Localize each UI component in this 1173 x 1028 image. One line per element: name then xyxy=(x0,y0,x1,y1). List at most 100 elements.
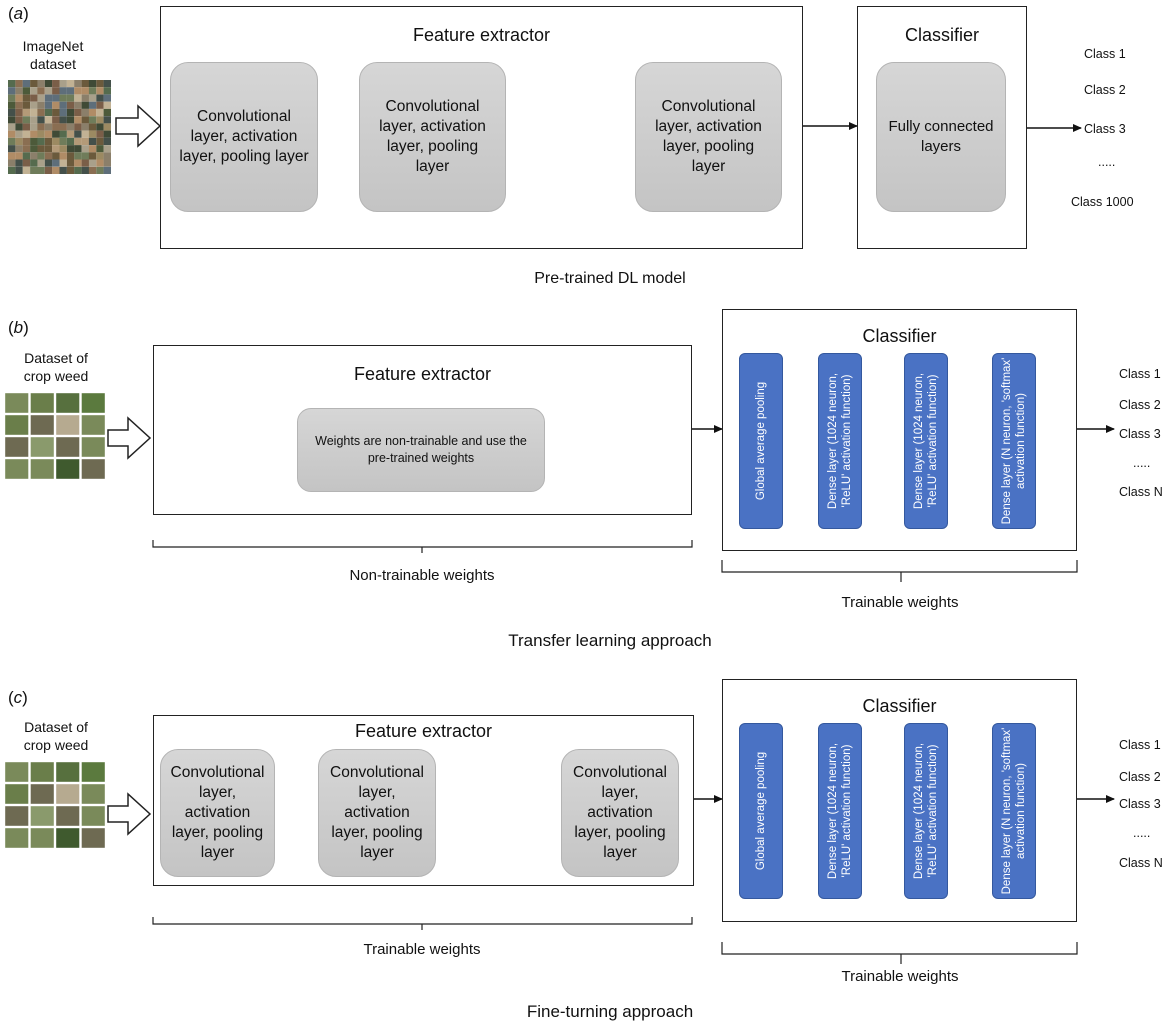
thumbnail-tile xyxy=(81,152,89,160)
thumbnail-tile xyxy=(37,137,45,145)
thumbnail-tile xyxy=(52,159,60,167)
class-label-b-1: Class 1 xyxy=(1119,367,1161,381)
thumbnail-tile xyxy=(96,130,104,138)
thumbnail-tile xyxy=(22,101,31,109)
classifier-title-c: Classifier xyxy=(862,696,937,716)
thumbnail-tile xyxy=(30,784,54,804)
thumbnail-tile xyxy=(22,159,31,167)
thumbnail-tile xyxy=(22,80,31,88)
brace-c-right xyxy=(721,942,1078,964)
thumbnail-tile xyxy=(44,94,53,102)
thumbnail-tile xyxy=(103,108,111,117)
thumbnail-tile xyxy=(74,152,82,160)
dense-layer-b-gap: Global average pooling xyxy=(739,353,783,529)
thumbnail-tile xyxy=(88,130,97,138)
dense-layer-b-softmax: Dense layer (N neuron, 'softmax' activat… xyxy=(992,353,1036,529)
thumbnail-tile xyxy=(88,116,97,124)
thumbnail-tile xyxy=(37,87,45,95)
thumbnail-tile xyxy=(103,137,111,145)
thumbnail-tile xyxy=(15,116,23,124)
thumbnail-tile xyxy=(88,123,97,131)
brace-b-left xyxy=(152,540,693,553)
thumbnail-tile xyxy=(88,94,97,102)
thumbnail-tile xyxy=(44,159,53,167)
conv-block-c-2: Convolutional layer, activation layer, p… xyxy=(318,749,436,877)
thumbnail-tile xyxy=(96,145,104,153)
thumbnail-tile xyxy=(8,130,16,138)
thumbnail-tile xyxy=(96,101,104,109)
thumbnail-tile xyxy=(74,145,82,153)
thumbnail-tile xyxy=(5,806,29,826)
thumbnail-tile xyxy=(5,393,29,413)
thumbnail-tile xyxy=(37,166,45,174)
brace-label-c-right: Trainable weights xyxy=(841,968,959,985)
thumbnail-tile xyxy=(52,145,60,153)
thumbnail-tile xyxy=(8,137,16,145)
thumbnail-tile xyxy=(96,87,104,95)
class-label-b-3: Class 3 xyxy=(1119,427,1161,441)
thumbnail-tile xyxy=(74,166,82,174)
thumbnail-tile xyxy=(8,152,16,160)
thumbnail-tile xyxy=(30,152,38,160)
thumbnail-tile xyxy=(30,94,38,102)
conv-block-c-3: Convolutional layer, activation layer, p… xyxy=(561,749,679,877)
input-arrow-a xyxy=(115,104,162,148)
thumbnail-tile xyxy=(8,145,16,153)
conv-block-a-1: Convolutional layer, activation layer, p… xyxy=(170,62,318,212)
thumbnail-tile xyxy=(56,415,80,435)
thumbnail-tile xyxy=(81,415,105,435)
thumbnail-tile xyxy=(22,108,31,117)
thumbnail-tile xyxy=(56,459,80,479)
thumbnail-tile xyxy=(96,116,104,124)
thumbnail-tile xyxy=(30,393,54,413)
thumbnail-tile xyxy=(44,80,53,88)
thumbnail-tile xyxy=(81,828,105,848)
panel-label-c: (c) xyxy=(8,688,28,707)
input-arrow-b xyxy=(107,416,152,460)
thumbnail-tile xyxy=(30,116,38,124)
thumbnail-tile xyxy=(5,762,29,782)
dense-layer-c-relu-1: Dense layer (1024 neuron, 'ReLU' activat… xyxy=(818,723,862,899)
thumbnail-tile xyxy=(66,116,75,124)
thumbnail-tile xyxy=(52,80,60,88)
thumbnail-tile xyxy=(52,166,60,174)
thumbnail-tile xyxy=(81,80,89,88)
thumbnail-tile xyxy=(59,166,67,174)
thumbnail-tile xyxy=(52,130,60,138)
thumbnail-tile xyxy=(66,145,75,153)
thumbnail-tile xyxy=(5,784,29,804)
thumbnail-tile xyxy=(81,137,89,145)
class-label-a-2: Class 2 xyxy=(1084,83,1126,97)
thumbnail-tile xyxy=(22,152,31,160)
thumbnail-tile xyxy=(15,137,23,145)
thumbnail-tile xyxy=(59,94,67,102)
thumbnail-tile xyxy=(44,145,53,153)
thumbnail-tile xyxy=(15,80,23,88)
thumbnail-tile xyxy=(15,123,23,131)
thumbnail-tile xyxy=(81,101,89,109)
thumbnail-tile xyxy=(30,101,38,109)
dataset-label-a: ImageNet dataset xyxy=(22,38,84,72)
dense-layer-c-relu-2: Dense layer (1024 neuron, 'ReLU' activat… xyxy=(904,723,948,899)
thumbnail-tile xyxy=(103,159,111,167)
thumbnail-tile xyxy=(103,87,111,95)
thumbnail-tile xyxy=(59,130,67,138)
thumbnail-tile xyxy=(66,166,75,174)
thumbnail-tile xyxy=(30,123,38,131)
thumbnail-tile xyxy=(15,130,23,138)
thumbnail-tile xyxy=(81,145,89,153)
thumbnail-tile xyxy=(74,87,82,95)
thumbnail-tile xyxy=(74,108,82,117)
thumbnail-tile xyxy=(30,415,54,435)
thumbnail-tile xyxy=(59,137,67,145)
thumbnail-tile xyxy=(8,123,16,131)
thumbnail-tile xyxy=(22,130,31,138)
thumbnail-tile xyxy=(52,137,60,145)
thumbnail-tile xyxy=(88,87,97,95)
thumbnail-tile xyxy=(103,166,111,174)
thumbnail-tile xyxy=(96,137,104,145)
dataset-thumbnail-b xyxy=(4,392,106,480)
panel-label-b: (b) xyxy=(8,318,29,337)
class-label-c-3: Class 3 xyxy=(1119,797,1161,811)
thumbnail-tile xyxy=(81,94,89,102)
